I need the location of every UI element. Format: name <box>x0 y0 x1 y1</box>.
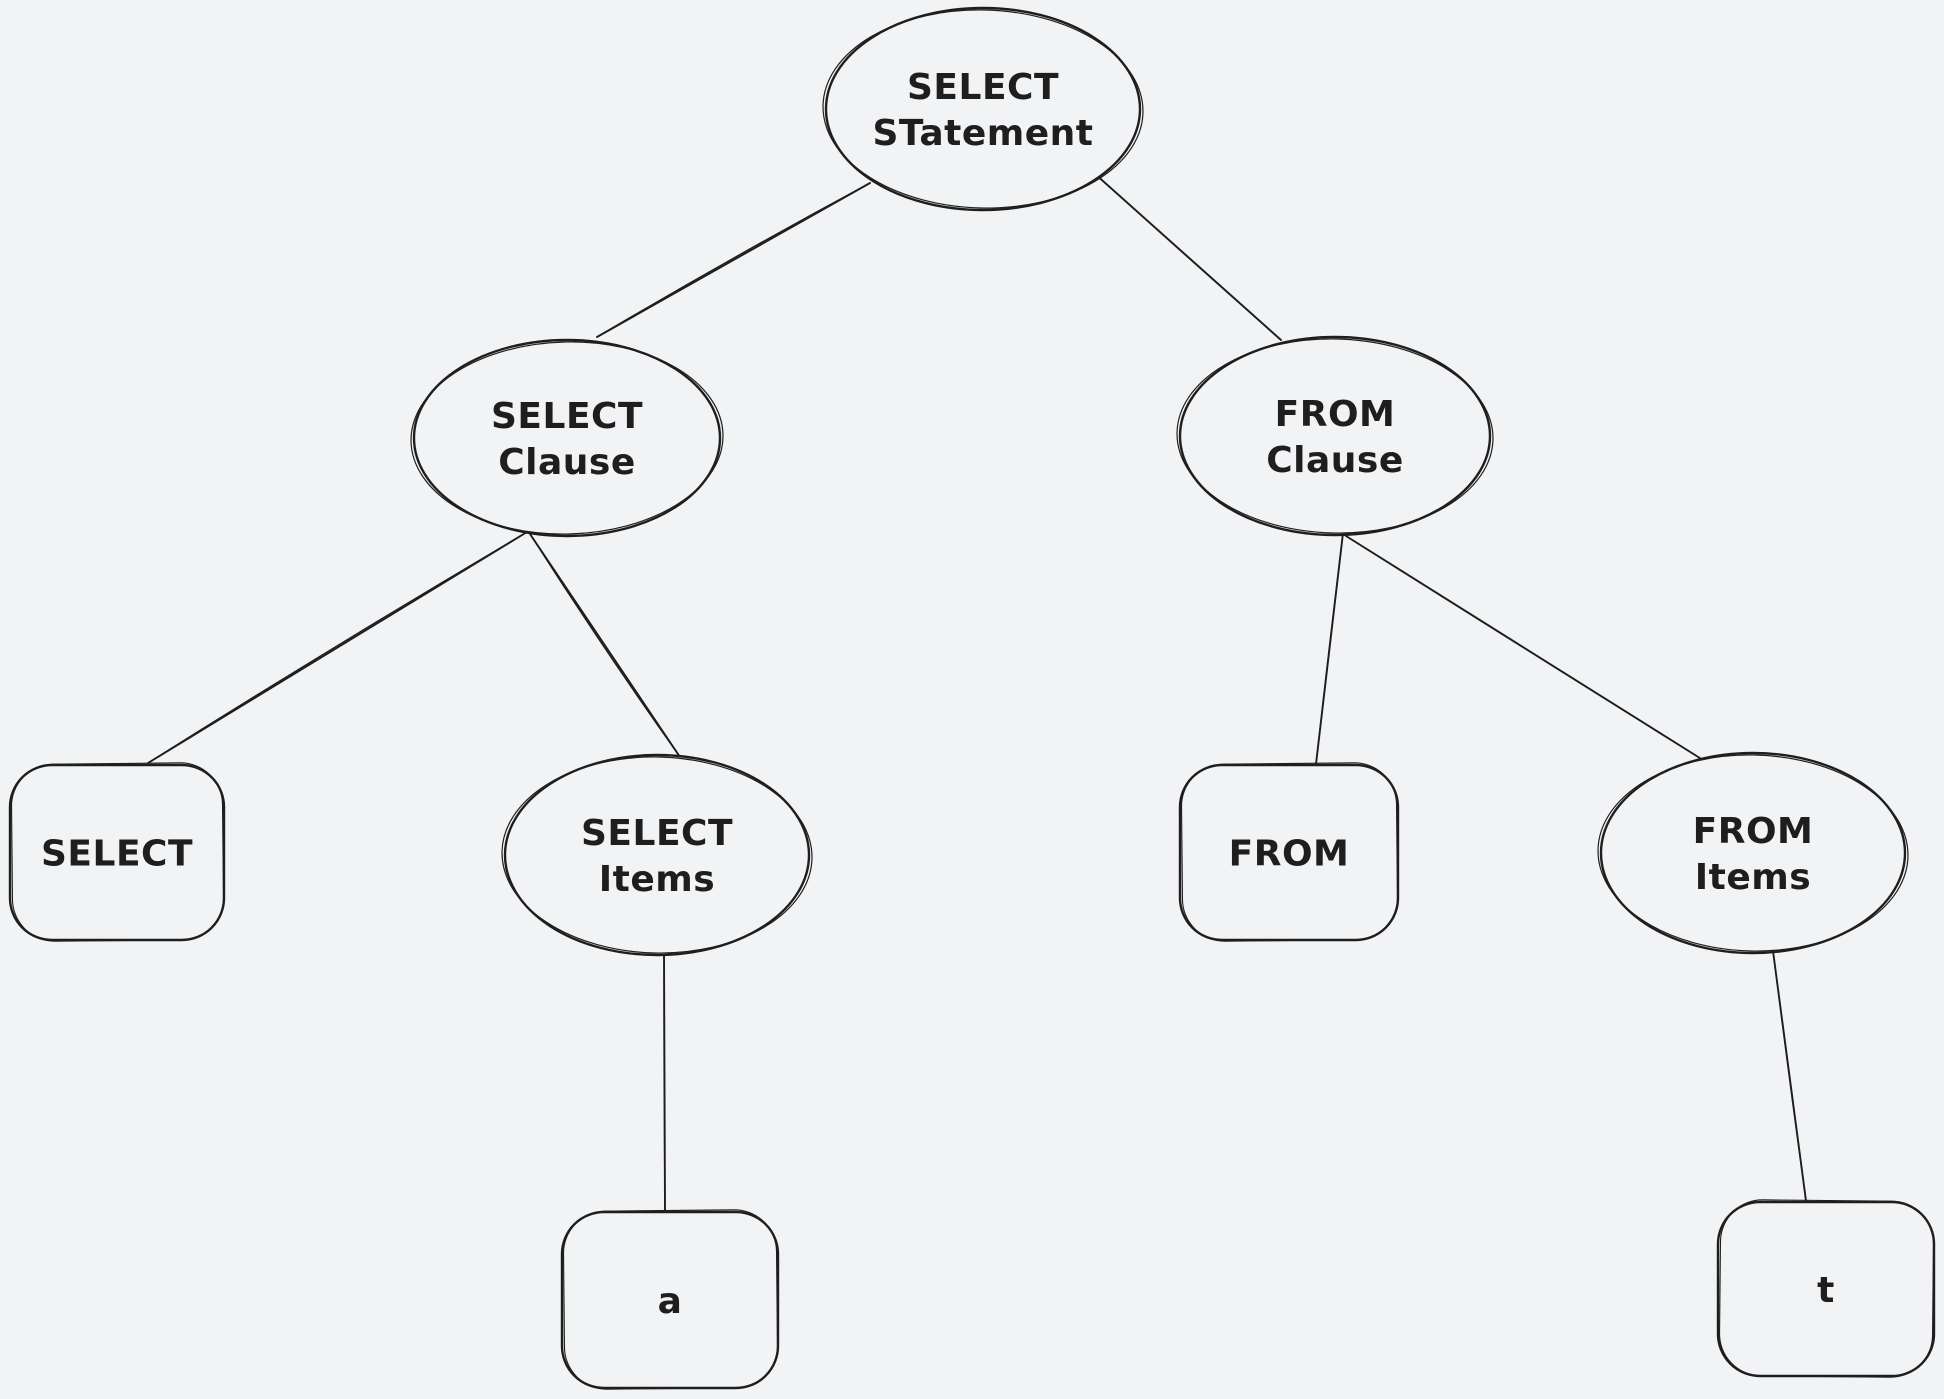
node-label-item-t: t <box>1817 1270 1835 1311</box>
node-select-statement: SELECT STatement <box>822 6 1144 212</box>
node-label-select-clause-line2: Clause <box>498 442 636 483</box>
node-label-from-clause-line2: Clause <box>1266 440 1404 481</box>
node-label-from-clause-line1: FROM <box>1275 394 1396 435</box>
node-select-clause: SELECT Clause <box>410 338 724 538</box>
node-label-from-keyword: FROM <box>1229 834 1350 875</box>
node-label-select-statement-line2: STatement <box>872 113 1093 154</box>
node-label-select-items-line1: SELECT <box>581 813 733 854</box>
node-label-select-statement-line1: SELECT <box>907 67 1059 108</box>
node-item-t: t <box>1716 1199 1936 1378</box>
node-label-select-keyword: SELECT <box>41 834 193 875</box>
node-from-keyword: FROM <box>1178 762 1400 942</box>
node-label-select-items-line2: Items <box>599 859 715 900</box>
edges-layer <box>147 172 1807 1212</box>
edge-from-items--item-t <box>1772 950 1807 1202</box>
edge-from-clause--from-items <box>1345 535 1704 761</box>
edge-from-clause--from-keyword <box>1315 532 1344 765</box>
node-from-clause: FROM Clause <box>1176 335 1494 537</box>
edge-select-statement--from-clause <box>1093 172 1282 341</box>
edge-select-clause--select-keyword <box>147 531 528 764</box>
node-label-item-a: a <box>658 1281 683 1322</box>
edge-select-clause--select-items <box>529 533 681 758</box>
nodes-layer: SELECTSTatementSELECTClauseFROMClauseSEL… <box>8 6 1936 1390</box>
edge-select-statement--select-clause <box>596 182 871 338</box>
node-from-items: FROM Items <box>1597 751 1909 955</box>
node-item-a: a <box>560 1209 780 1390</box>
node-label-select-clause-line1: SELECT <box>491 396 643 437</box>
node-select-items: SELECT Items <box>501 753 813 957</box>
edge-select-items--item-a <box>663 952 666 1212</box>
node-label-from-items-line2: Items <box>1695 857 1811 898</box>
node-label-from-items-line1: FROM <box>1693 811 1814 852</box>
node-select-keyword: SELECT <box>8 762 226 942</box>
